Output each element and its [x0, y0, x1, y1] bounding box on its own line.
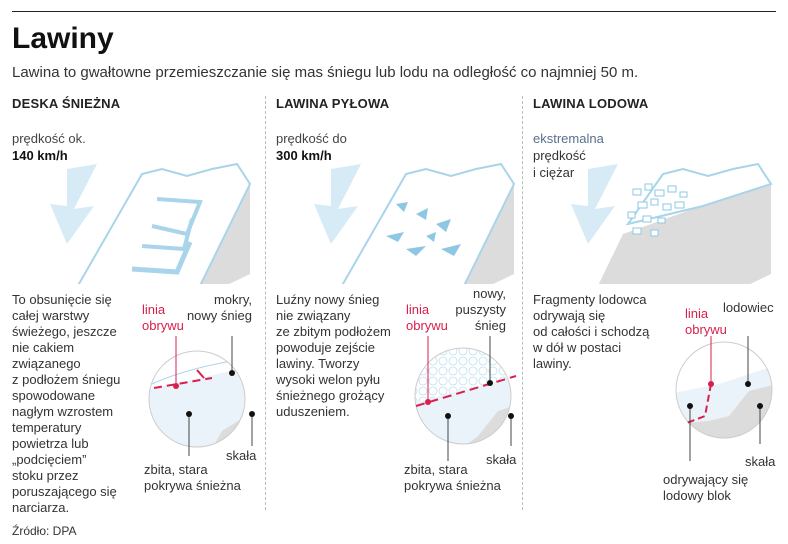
direction-arrow-icon: [571, 164, 618, 244]
top-rule: [12, 11, 776, 12]
rock-label: skała: [226, 448, 257, 463]
slope-illustration: [50, 162, 252, 284]
column-ice-avalanche: LAWINA LODOWA ekstremalna prędkość i cięż…: [533, 96, 783, 516]
top-layer-label: nowy, puszysty śnieg: [455, 286, 506, 333]
slope-illustration: [314, 162, 516, 284]
speed-info: prędkość ok. 140 km/h: [12, 130, 86, 164]
column-heading: LAWINA LODOWA: [533, 96, 649, 111]
break-line-label: linia obrywu: [142, 302, 184, 333]
column-heading: LAWINA PYŁOWA: [276, 96, 390, 111]
break-line-label: linia obrywu: [685, 306, 727, 337]
description: Fragmenty lodowca odrywają się od całośc…: [533, 292, 650, 371]
break-line-label: linia obrywu: [406, 302, 448, 333]
direction-arrow-icon: [314, 164, 361, 244]
column-divider: [265, 96, 266, 510]
rock-label: skała: [745, 454, 776, 469]
subtitle: Lawina to gwałtowne przemieszczanie się …: [12, 64, 639, 81]
speed-value: 300 km/h: [276, 148, 332, 163]
speed-label: ekstremalna: [533, 131, 604, 146]
top-layer-label: mokry, nowy śnieg: [186, 292, 252, 323]
bottom-layer-label: zbita, stara pokrywa śnieżna: [404, 462, 501, 493]
column-heading: DESKA ŚNIEŻNA: [12, 96, 121, 111]
rock-label: skała: [486, 452, 517, 467]
cross-section-diagram: [414, 336, 517, 461]
speed-value: prędkość i ciężar: [533, 148, 586, 180]
column-powder-avalanche: LAWINA PYŁOWA prędkość do 300 km/h Luźny …: [276, 96, 526, 516]
top-layer-label: lodowiec: [723, 300, 774, 315]
description: Luźny nowy śnieg nie związany ze zbitym …: [276, 292, 391, 419]
speed-label: prędkość do: [276, 131, 347, 146]
slope-illustration: [571, 162, 773, 284]
speed-label: prędkość ok.: [12, 131, 86, 146]
speed-info: ekstremalna prędkość i ciężar: [533, 130, 604, 181]
column-slab-avalanche: DESKA ŚNIEŻNA prędkość ok. 140 km/h To ob…: [12, 96, 262, 516]
speed-info: prędkość do 300 km/h: [276, 130, 347, 164]
cross-section-diagram: [675, 336, 773, 461]
direction-arrow-icon: [50, 164, 97, 244]
bottom-layer-label: odrywający się lodowy blok: [663, 472, 749, 503]
speed-value: 140 km/h: [12, 148, 68, 163]
bottom-layer-label: zbita, stara pokrywa śnieżna: [144, 462, 241, 493]
source-note: Źródło: DPA: [12, 524, 77, 538]
description: To obsunięcie się całej warstwy świeżego…: [12, 292, 121, 515]
page-title: Lawiny: [12, 22, 114, 55]
cross-section-diagram: [148, 336, 255, 456]
column-divider: [522, 96, 523, 510]
